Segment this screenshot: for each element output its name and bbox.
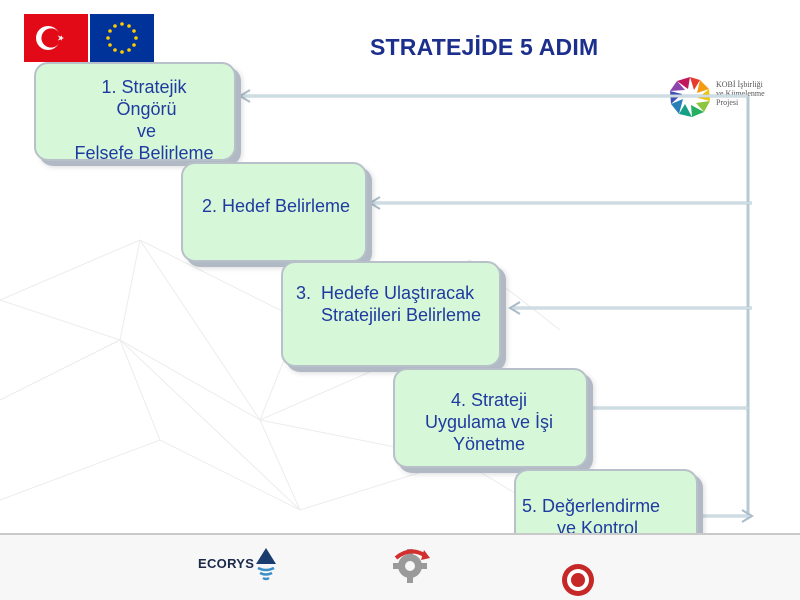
step-3-label: 3. Hedefe Ulaştıracak Stratejileri Belir… — [296, 283, 482, 325]
eu-flag-icon — [90, 14, 154, 62]
ecorys-logo-text: ECORYS — [198, 556, 255, 571]
turkey-flag-icon — [24, 14, 88, 62]
ministry-seal-icon — [562, 564, 594, 596]
step-2-label: 2. Hedef Belirleme — [201, 196, 351, 216]
page-title: STRATEJİDE 5 ADIM — [370, 34, 599, 60]
step-box-3 — [281, 261, 501, 367]
ecorys-logo-icon — [256, 548, 276, 581]
footer-divider — [0, 533, 800, 535]
gear-logo-icon — [393, 549, 430, 583]
step-box-1 — [34, 62, 236, 161]
step-box-4 — [393, 368, 588, 468]
project-logo-text: KOBİ İşbirliği ve Kümelenme Projesi — [716, 80, 765, 107]
step-box-2 — [181, 162, 367, 262]
step-4-label: 4. Strateji Uygulama ve İşi Yönetme — [424, 390, 554, 454]
step-1-label: 1. Stratejik Öngörü ve Felsefe Belirleme — [74, 77, 214, 163]
